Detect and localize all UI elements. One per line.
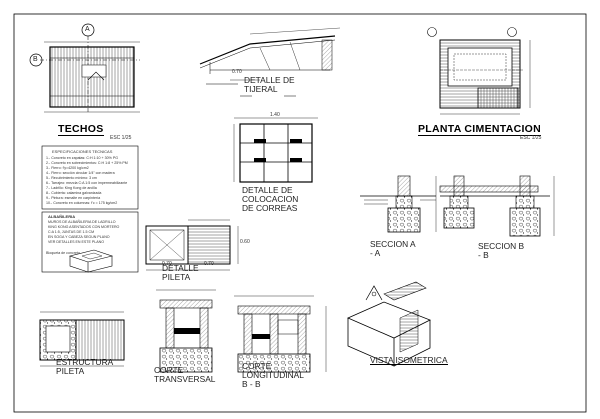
specs-heading: ESPECIFICACIONES TECNICAS [52, 149, 113, 154]
albanileria-box [41, 211, 139, 273]
pileta-dim-a: 0.70 [162, 261, 172, 267]
albanileria-line: KING KONG ASENTADOS CON MORTERO [48, 225, 120, 229]
spec-line: 6.- Tarrajeo: mezcla C:A 1:5 con imperme… [46, 181, 128, 185]
bloqueta-label: Bloqueta de concreto [46, 251, 80, 255]
axis-a-bubble [81, 23, 95, 37]
spec-line: 10.- Concreto en columnas: f'c = 175 kg/… [46, 201, 118, 205]
corte-transversal [156, 289, 216, 373]
cimentacion-scale: ESC 1/25 [520, 135, 542, 141]
tijeral-title: DETALLE DE TIJERAL [244, 75, 295, 94]
seccion-a-foundation [360, 175, 437, 233]
axis-a-label: A [85, 26, 90, 33]
tijeral-detail [199, 27, 341, 97]
spec-line: 4.- Fierro: sección circular 1/4" con ma… [46, 171, 115, 175]
spec-line: 2.- Concreto en sobrecimientos: C:H 1:8 … [46, 161, 128, 165]
corte-longitudinal [234, 295, 327, 373]
correas-dim: 1.40 [270, 112, 280, 118]
albanileria-line: MUROS DE ALBAÑILERIA DE LADRILLO [48, 220, 116, 224]
correas-detail [233, 117, 318, 183]
estructura-title: ESTRUCTURA PILETA [56, 357, 113, 376]
specs-box [41, 145, 139, 210]
techos-roof-plan [29, 23, 140, 113]
spec-line: 3.- Fierro: f'y=4200 kg/cm2 [46, 166, 89, 170]
sheet-border [13, 13, 587, 413]
spec-line: 5.- Recubrimiento mínimo: 3 cm [46, 176, 97, 180]
corte-transversal-title: CORTE TRANSVERSAL [154, 365, 216, 384]
seccion-b-title: SECCION B - B [478, 241, 525, 260]
albanileria-heading: ALBAÑILERIA [48, 214, 76, 219]
spec-line: 1.- Concreto en zapatas: C:H 1:10 + 30% … [46, 156, 119, 160]
pileta-dim-c: 0.60 [240, 239, 250, 245]
techos-title: TECHOS [58, 123, 104, 136]
correas-title: DETALLE DE COLOCACION DE CORREAS [242, 185, 299, 213]
albanileria-line: VER DETALLES EN ESTE PLANO [48, 240, 105, 244]
cimentacion-plan [427, 27, 531, 115]
pileta-detail [145, 219, 239, 271]
spec-line: 7.- Ladrillo: King Kong de arcilla [46, 186, 97, 190]
estructura-pileta [39, 311, 125, 367]
seccion-b-foundation [439, 175, 555, 237]
spec-line: 8.- Cubierta: calamina galvanizada [46, 191, 102, 195]
albanileria-line: EN SOGA Y CABEZA SEGUN PLANO [48, 235, 110, 239]
corte-longitudinal-title: CORTE LONGITUDINAL B - B [242, 361, 304, 389]
seccion-a-title: SECCION A - A [370, 239, 416, 258]
axis-b-bubble [29, 53, 43, 67]
cimentacion-title: PLANTA CIMENTACION [418, 123, 542, 136]
pileta-dim-b: 0.70 [204, 261, 214, 267]
spec-line: 9.- Pintura: esmalte en carpintería [46, 196, 101, 200]
axis-b-label: B [33, 56, 38, 63]
pileta-title: DETALLE PILETA [162, 263, 199, 282]
isometrica-title: VISTA ISOMETRICA [370, 355, 448, 366]
techos-scale: ESC 1/25 [110, 135, 132, 141]
bloqueta-sketch [68, 249, 114, 273]
albanileria-line: C:A 1:5, JUNTAS DE 1.5 CM [48, 230, 95, 234]
tijeral-dim: 0.70 [232, 69, 242, 75]
vista-isometrica [347, 281, 431, 367]
